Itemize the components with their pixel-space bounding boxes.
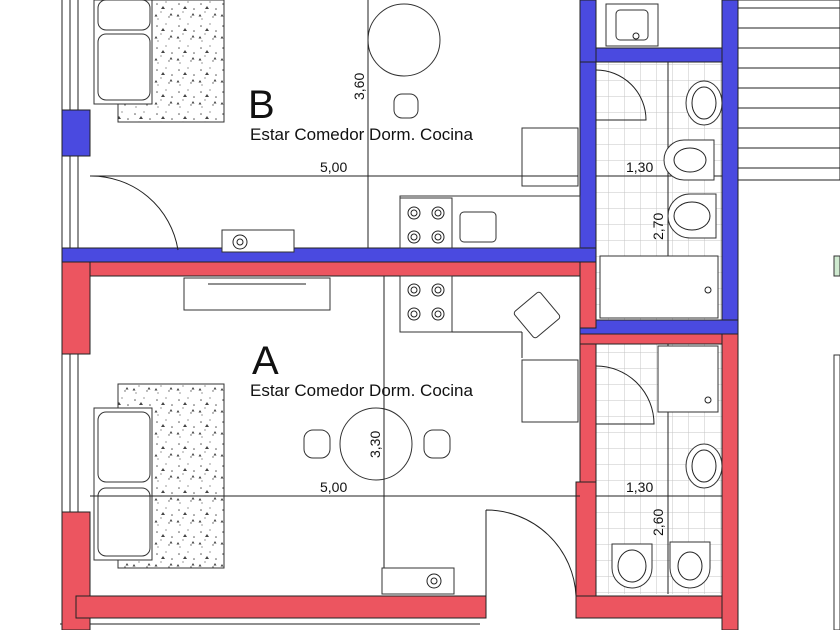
- door-a: [485, 509, 577, 597]
- heater-b: [221, 229, 295, 253]
- staircase: [737, 0, 840, 630]
- dining-table-a: [339, 407, 413, 481]
- unit-b-interior: [89, 0, 723, 319]
- chair-a-left: [303, 429, 331, 459]
- unit-a-walls: [61, 261, 739, 630]
- bath-a-height-dim: 2,60: [650, 509, 666, 536]
- unit-b-width-dim: 5,00: [320, 159, 347, 175]
- kitchen-sink-b: [459, 211, 497, 243]
- stove-a: [399, 275, 453, 333]
- unit-a-letter: A: [252, 339, 279, 383]
- shower-b: [599, 255, 719, 319]
- wardrobe-a: [183, 277, 331, 311]
- dining-table-b: [367, 3, 441, 77]
- unit-b-letter: B: [248, 83, 275, 127]
- toilet-b: [667, 193, 717, 239]
- washbasin-a: [685, 443, 723, 489]
- bidet-a: [669, 541, 711, 589]
- bath-b-width-dim: 1,30: [626, 159, 653, 175]
- heater-a: [381, 567, 455, 595]
- unit-a-interior: [90, 275, 723, 597]
- washbasin-b-top: [605, 3, 659, 47]
- chair-b: [393, 93, 419, 119]
- unit-a-room-name: Estar Comedor Dorm. Cocina: [250, 381, 474, 400]
- unit-b-height-dim: 3,60: [351, 73, 367, 100]
- fridge-a: [521, 359, 579, 423]
- stove-b: [399, 197, 453, 249]
- unit-a-height-dim: 3,30: [367, 431, 383, 458]
- fridge-b: [521, 127, 579, 187]
- kitchen-sink-a: [513, 291, 561, 339]
- bath-b-height-dim: 2,70: [650, 213, 666, 240]
- labels: B Estar Comedor Dorm. Cocina 5,00 3,60 1…: [248, 73, 666, 536]
- bath-a-width-dim: 1,30: [626, 479, 653, 495]
- unit-a-width-dim: 5,00: [320, 479, 347, 495]
- door-b: [89, 175, 179, 251]
- bidet-b: [663, 139, 715, 181]
- shower-a: [657, 345, 719, 413]
- chair-a-right: [423, 429, 451, 459]
- washbasin-b: [685, 80, 723, 126]
- unit-b-room-name: Estar Comedor Dorm. Cocina: [250, 125, 474, 144]
- toilet-a: [611, 543, 653, 589]
